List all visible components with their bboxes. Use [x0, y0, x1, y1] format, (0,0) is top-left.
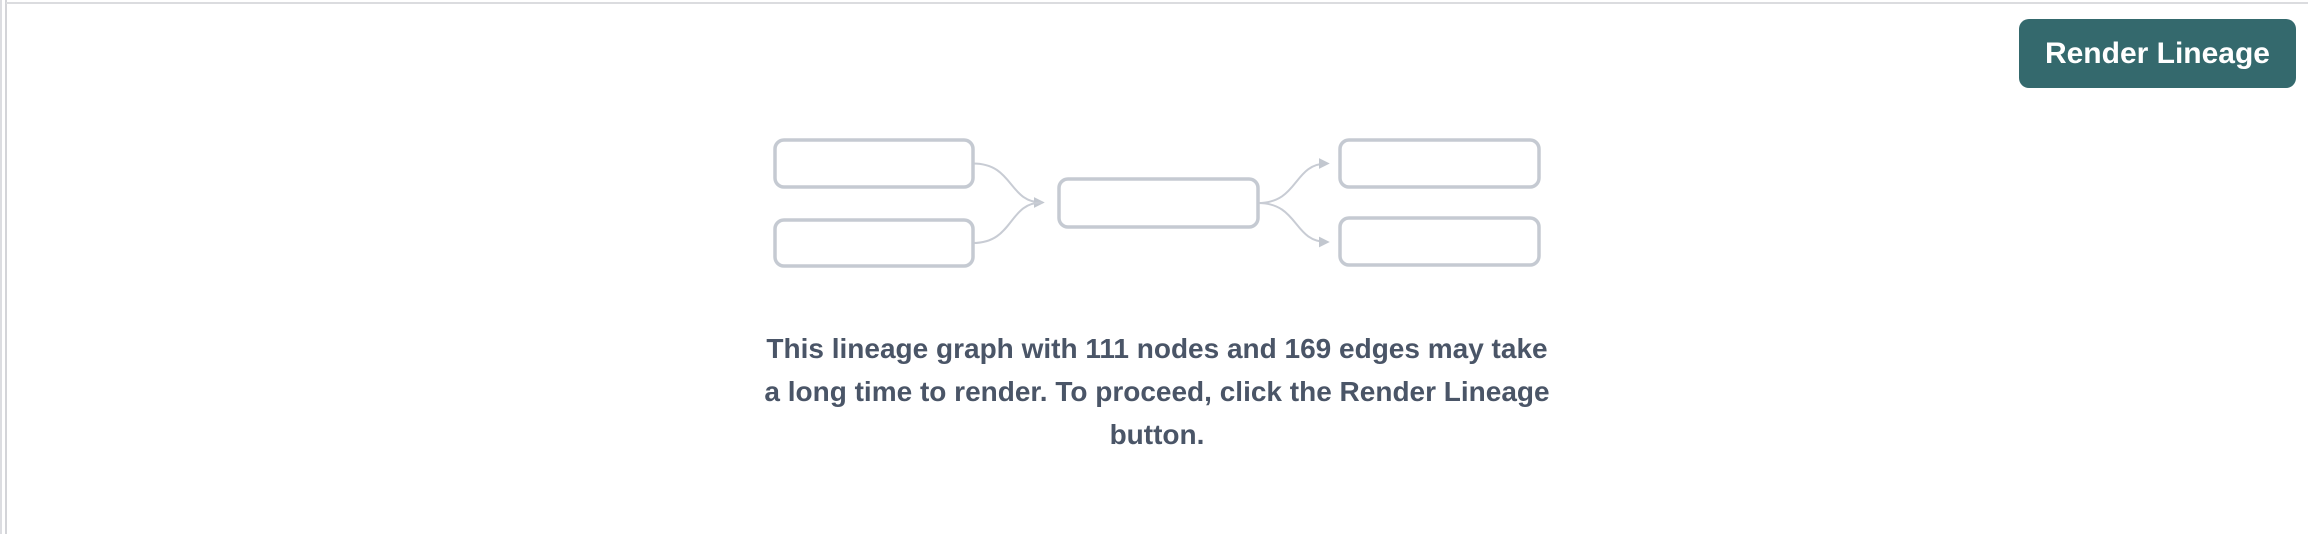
outer-left-divider: [0, 0, 2, 534]
placeholder-node-left-bottom: [773, 218, 975, 268]
lineage-warning-line-1: This lineage graph with 111 nodes and 16…: [766, 333, 1548, 364]
placeholder-edge-right-top: [1257, 158, 1330, 204]
lineage-warning-line-3: button.: [1109, 419, 1205, 450]
render-lineage-button[interactable]: Render Lineage: [2018, 19, 2296, 88]
placeholder-edge-right-bottom: [1257, 202, 1330, 248]
placeholder-node-left-top: [773, 138, 975, 189]
placeholder-edge-left-bottom: [972, 201, 1043, 244]
placeholder-node-right-bottom: [1338, 216, 1541, 267]
panel-left-border: [5, 0, 7, 534]
lineage-warning-message: This lineage graph with 111 nodes and 16…: [662, 327, 1652, 456]
placeholder-node-right-top: [1338, 138, 1541, 189]
panel-top-border: [6, 2, 2308, 4]
placeholder-node-middle: [1057, 177, 1260, 229]
placeholder-edge-left-top: [972, 162, 1045, 208]
lineage-warning-line-2: a long time to render. To proceed, click…: [764, 376, 1550, 407]
lineage-placeholder-svg: [773, 138, 1541, 268]
lineage-placeholder-graphic: [762, 130, 1552, 280]
